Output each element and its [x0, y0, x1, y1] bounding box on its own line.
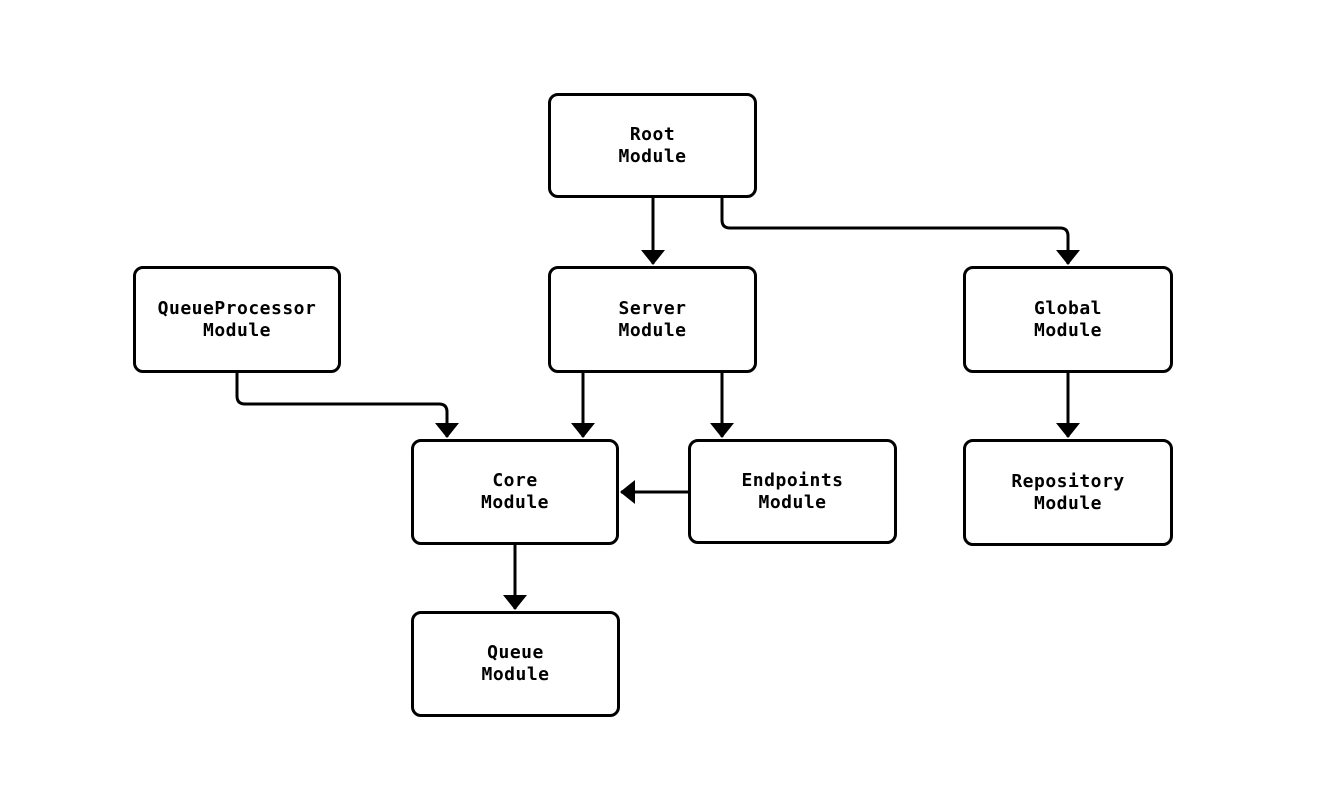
node-label-line: Module: [481, 664, 550, 685]
node-label-line: Root: [629, 123, 676, 145]
edge-queueprocessor-to-core: [235, 373, 459, 438]
node-label-line: Repository: [1011, 470, 1125, 492]
node-label-line: Core: [492, 470, 538, 491]
node-label-line: Endpoints: [741, 469, 844, 491]
node-label-line: Global: [1033, 297, 1103, 319]
edge-root-to-global: [720, 198, 1080, 265]
node-label-line: Module: [202, 319, 272, 341]
node-label-line: Module: [1033, 319, 1103, 341]
node-label-line: QueueProcessor: [157, 297, 317, 319]
node-label-line: Module: [1033, 492, 1103, 514]
node-label-line: Module: [618, 145, 687, 167]
edges-group: [235, 198, 1080, 610]
node-label-line: Module: [758, 491, 827, 513]
node-label-line: Queue: [487, 642, 544, 663]
node-label-line: Module: [480, 492, 550, 513]
node-label-line: Server: [618, 297, 687, 319]
node-label-line: Module: [618, 319, 687, 341]
